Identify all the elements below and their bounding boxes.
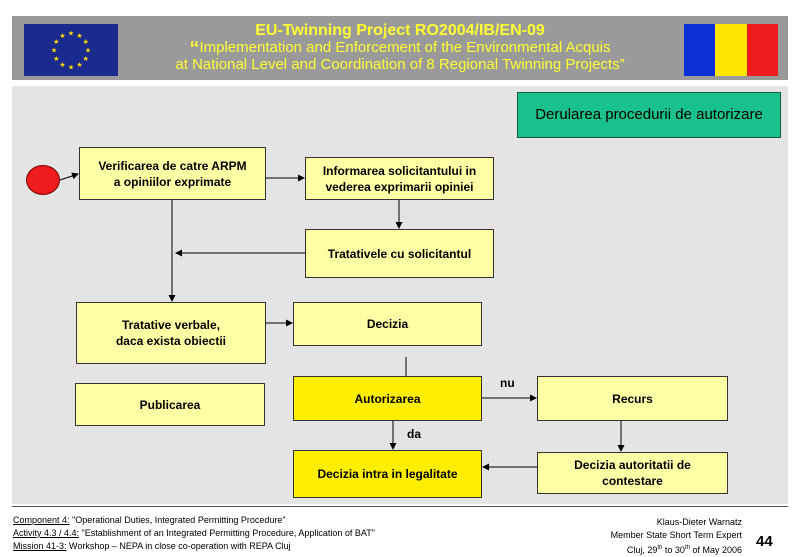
page-number: 44 xyxy=(756,533,773,550)
node-autorizarea: Autorizarea xyxy=(293,376,482,421)
date-sup-2: th xyxy=(684,545,690,551)
node-tratativele: Tratativele cu solicitantul xyxy=(305,229,494,278)
eu-star-icon: ★ xyxy=(76,61,82,69)
diagram-title: Derularea procedurii de autorizare xyxy=(517,92,781,138)
footer-component: Component 4: "Operational Duties, Integr… xyxy=(13,514,533,527)
node-verificarea: Verificarea de catre ARPM a opiniilor ex… xyxy=(79,147,266,200)
mission-label: Mission 41-3: xyxy=(13,541,67,551)
ro-flag-yellow-stripe xyxy=(715,24,747,76)
author-role: Member State Short Term Expert xyxy=(610,530,742,540)
ro-flag-red-stripe xyxy=(746,24,778,76)
node-tratative-verbale: Tratative verbale, daca exista obiectii xyxy=(76,302,266,364)
footer-left: Component 4: "Operational Duties, Integr… xyxy=(13,514,533,553)
romania-flag-icon xyxy=(684,24,778,76)
node-decizia-autoritatii: Decizia autoritatii de contestare xyxy=(537,452,728,494)
subtitle-line-1: Implementation and Enforcement of the En… xyxy=(199,39,611,56)
node-decizia-legalitate: Decizia intra in legalitate xyxy=(293,450,482,498)
eu-star-icon: ★ xyxy=(83,38,89,46)
edge-label-nu: nu xyxy=(500,376,515,390)
edge-label-da: da xyxy=(407,427,422,441)
footer-right: Klaus-Dieter Warnatz Member State Short … xyxy=(560,516,742,557)
footer-divider xyxy=(12,506,788,507)
eu-star-icon: ★ xyxy=(68,64,74,72)
node-recurs: Recurs xyxy=(537,376,728,421)
header-band xyxy=(12,16,788,80)
eu-star-icon: ★ xyxy=(53,55,59,63)
footer-activity: Activity 4.3 / 4.4: "Establishment of an… xyxy=(13,527,533,540)
node-publicarea: Publicarea xyxy=(75,383,265,426)
start-node xyxy=(26,165,60,195)
eu-star-icon: ★ xyxy=(59,32,65,40)
eu-star-icon: ★ xyxy=(68,30,74,38)
footer-mission: Mission 41-3: Workshop – NEPA in close c… xyxy=(13,540,533,553)
eu-star-icon: ★ xyxy=(85,47,91,55)
activity-label: Activity 4.3 / 4.4: xyxy=(13,528,80,538)
date-sup-1: th xyxy=(657,545,663,551)
component-label: Component 4: xyxy=(13,515,70,525)
ro-flag-blue-stripe xyxy=(684,24,716,76)
eu-star-icon: ★ xyxy=(51,47,57,55)
date-mid: to 30 xyxy=(662,545,685,555)
author-name: Klaus-Dieter Warnatz xyxy=(656,517,742,527)
node-decizia: Decizia xyxy=(293,302,482,346)
eu-star-icon: ★ xyxy=(83,55,89,63)
eu-star-icon: ★ xyxy=(76,32,82,40)
project-title: EU-Twinning Project RO2004/IB/EN-09 xyxy=(255,22,545,39)
node-informarea: Informarea solicitantului in vederea exp… xyxy=(305,157,494,200)
date-prefix: Cluj, 29 xyxy=(626,545,658,555)
event-date: Cluj, 29th to 30th of May 2006 xyxy=(560,542,742,557)
eu-star-icon: ★ xyxy=(53,38,59,46)
activity-text: "Establishment of an Integrated Permitti… xyxy=(79,528,375,538)
subtitle-line-2: at National Level and Coordination of 8 … xyxy=(175,56,625,73)
mission-text: Workshop – NEPA in close co-operation wi… xyxy=(66,541,291,551)
header-text: EU-Twinning Project RO2004/IB/EN-09 “Imp… xyxy=(130,22,670,73)
date-suffix: of May 2006 xyxy=(689,545,742,555)
subtitle-open-quote: “ xyxy=(189,38,200,60)
eu-star-icon: ★ xyxy=(59,61,65,69)
eu-flag-icon: ★★★★★★★★★★★★ xyxy=(24,24,118,76)
component-text: "Operational Duties, Integrated Permitti… xyxy=(69,515,286,525)
project-subtitle: “Implementation and Enforcement of the E… xyxy=(130,38,670,73)
